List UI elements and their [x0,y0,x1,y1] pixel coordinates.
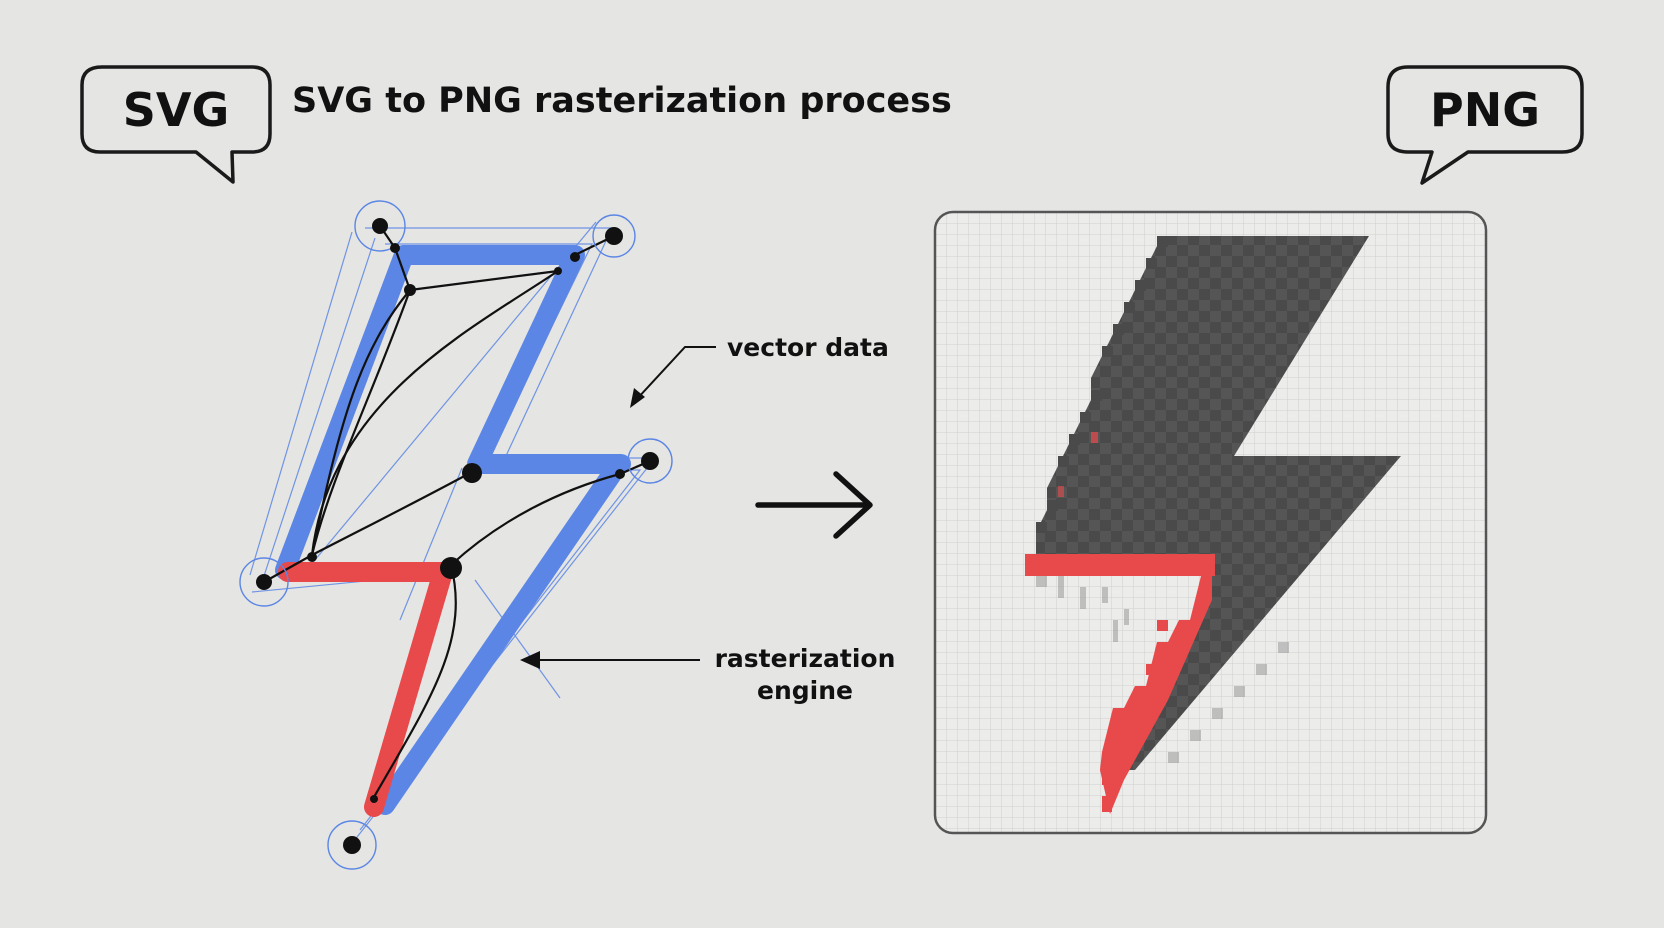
png-raster-panel [933,210,1488,835]
anchor-handles [239,200,673,870]
raster-lightning-bolt [1025,236,1401,814]
png-speech-bubble: PNG [1386,65,1584,185]
svg-bubble-shape [80,65,272,184]
vector-data-arrow-line [635,346,716,401]
vector-path-blue [275,245,631,815]
rasterization-arrowhead [520,651,540,669]
png-bubble-label: PNG [1430,83,1540,137]
vector-data-label: vector data [727,333,889,362]
vector-data-annotation: vector data [630,333,889,408]
svg-bubble-label: SVG [123,83,230,137]
bezier-guide-lines [249,221,657,847]
raster-bolt-stair-edge [1036,236,1168,533]
conversion-arrow-icon [755,471,873,539]
svg-speech-bubble: SVG [80,65,272,184]
vector-lightning-bolt [239,200,673,870]
rasterization-label-line1: rasterization [715,644,896,673]
raster-panel-border [933,210,1488,835]
raster-bolt-antialias-pixels [1036,576,1289,763]
rasterization-engine-annotation: rasterization engine [520,644,895,705]
raster-bolt-red [1025,432,1215,814]
raster-bolt-dark [1036,236,1401,770]
vector-data-arrowhead [630,388,645,408]
page-title: SVG to PNG rasterization process [292,81,952,121]
rasterization-label-line2: engine [757,676,853,705]
anchor-points [256,218,659,854]
bezier-curves [263,225,651,798]
png-bubble-shape [1386,65,1584,185]
